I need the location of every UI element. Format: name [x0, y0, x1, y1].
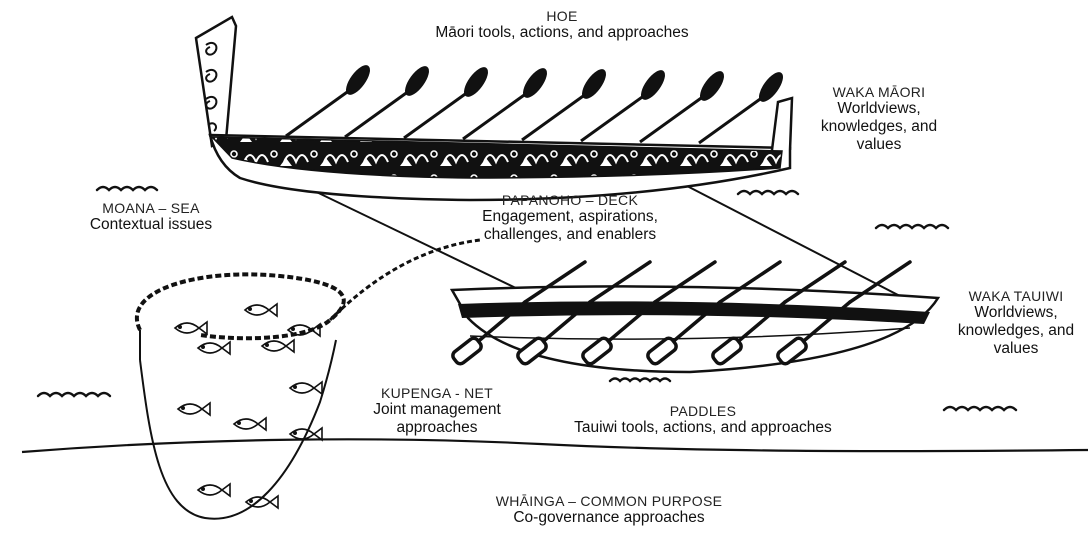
moana-label: MOANA – SEA Contextual issues [66, 200, 236, 234]
kupenga-label: KUPENGA - NET Joint management approache… [352, 385, 522, 437]
papanoho-text: Engagement, aspirations, challenges, and… [480, 208, 660, 244]
papanoho-label: PAPANOHO – DECK Engagement, aspirations,… [480, 192, 660, 244]
moana-title: MOANA – SEA [66, 200, 236, 216]
hoe-label: HOE Māori tools, actions, and approaches [412, 8, 712, 42]
hoe-title: HOE [412, 8, 712, 24]
papanoho-title: PAPANOHO – DECK [480, 192, 660, 208]
paddles-text: Tauiwi tools, actions, and approaches [548, 419, 858, 437]
common-purpose-line [22, 439, 1088, 452]
whainga-text: Co-governance approaches [464, 509, 754, 527]
whainga-label: WHĀINGA – COMMON PURPOSE Co-governance a… [464, 493, 754, 527]
hoe-text: Māori tools, actions, and approaches [412, 24, 712, 42]
moana-text: Contextual issues [66, 216, 236, 234]
fish-in-net [175, 304, 322, 508]
hoe-paddles [286, 62, 787, 143]
waka-tauiwi-text: Worldviews, knowledges, and values [944, 304, 1088, 357]
whainga-title: WHĀINGA – COMMON PURPOSE [464, 493, 754, 509]
kupenga-text: Joint management approaches [352, 401, 522, 437]
waka-maori-label: WAKA MĀORI Worldviews, knowledges, and v… [806, 84, 952, 154]
waka-maori-text: Worldviews, knowledges, and values [806, 100, 952, 153]
waka-tauiwi-title: WAKA TAUIWI [944, 288, 1088, 304]
kupenga-net [137, 240, 480, 519]
waka-maori-title: WAKA MĀORI [806, 84, 952, 100]
paddles-label: PADDLES Tauiwi tools, actions, and appro… [548, 403, 858, 437]
waka-maori-canoe [196, 17, 792, 200]
paddles-title: PADDLES [548, 403, 858, 419]
waka-tauiwi-label: WAKA TAUIWI Worldviews, knowledges, and … [944, 288, 1088, 358]
kupenga-title: KUPENGA - NET [352, 385, 522, 401]
